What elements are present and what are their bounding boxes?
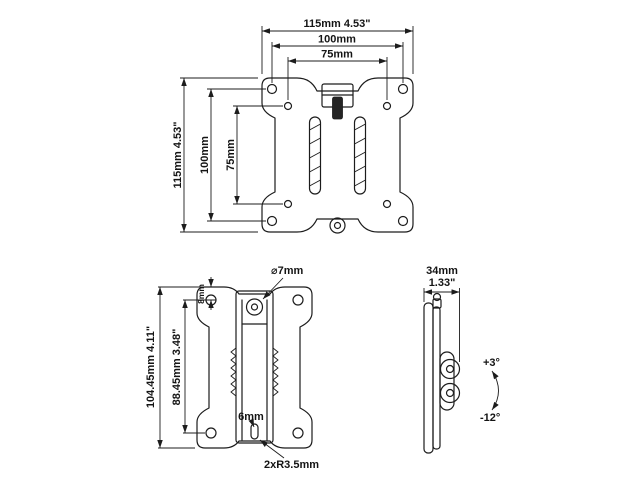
slot-hatch-line xyxy=(309,179,321,187)
tilt-range-arc xyxy=(491,370,499,411)
tilt-knob-lower xyxy=(439,382,461,404)
front-view-dimensions: 115mm 4.53" 100mm 75mm 115mm 4.53" 100mm… xyxy=(172,18,414,233)
dim-label-width-inner: 75mm xyxy=(321,49,353,61)
dim-label-slot-width: 6mm xyxy=(238,411,264,423)
vesa100-hole xyxy=(266,83,278,95)
front-plate-outline xyxy=(261,77,414,233)
slot-hatch-line xyxy=(354,165,366,173)
wall-mount-hole xyxy=(205,427,217,439)
vesa100-hole xyxy=(266,215,278,227)
tilt-knob-upper xyxy=(439,358,461,380)
front-view xyxy=(261,77,414,234)
dim-label-offset-top: 8mm xyxy=(196,284,206,304)
rail-slot-left xyxy=(308,116,322,195)
tilt-knob-upper-axle xyxy=(445,364,455,374)
leader-line xyxy=(259,439,285,459)
serration-left xyxy=(230,347,237,397)
slot-hatch-line xyxy=(309,137,321,145)
vesa75-hole xyxy=(283,199,293,209)
vesa75-hole xyxy=(382,101,392,111)
leader-line xyxy=(262,277,284,300)
tilt-mechanism xyxy=(439,351,461,411)
dim-label-wall-height-inner: 88.45mm 3.48" xyxy=(171,329,183,406)
vesa100-hole xyxy=(397,215,409,227)
side-adapter-plate xyxy=(432,306,441,450)
wall-plate-dimensions: ⌀7mm 8mm 104.45mm 4.11" 88.45mm 3.48" 6m… xyxy=(145,265,319,471)
dim-label-slot-radius: 2xR3.5mm xyxy=(264,459,319,471)
dim-label-width-outer: 115mm 4.53" xyxy=(304,18,371,30)
tilt-column-body xyxy=(235,290,274,444)
thumbscrew-inner xyxy=(333,221,342,230)
slot-hatch-line xyxy=(354,179,366,187)
slot-hatch-line xyxy=(354,151,366,159)
slot-outline xyxy=(353,116,367,195)
quick-release-latch xyxy=(321,83,354,120)
serration-right xyxy=(272,347,279,397)
dim-label-hole-diameter: ⌀7mm xyxy=(271,265,304,277)
wall-plate-outline xyxy=(196,286,313,449)
cable-slot xyxy=(250,423,259,440)
wall-mount-hole xyxy=(292,294,304,306)
dim-label-depth-mm: 34mm xyxy=(426,265,458,277)
dim-label-depth-in: 1.33" xyxy=(429,277,456,289)
dim-label-height-inner: 75mm xyxy=(225,139,237,171)
tilt-column xyxy=(230,290,279,444)
wall-mount-hole xyxy=(292,427,304,439)
slot-hatch-line xyxy=(309,123,321,131)
side-wall-plate xyxy=(423,302,434,454)
tilt-arm xyxy=(439,351,455,411)
tilt-up-label: +3° xyxy=(483,357,500,369)
rail-slot-right xyxy=(353,116,367,195)
leader-line xyxy=(248,418,255,428)
pivot-hole-outer xyxy=(245,298,264,316)
vesa75-hole xyxy=(283,101,293,111)
pivot-hole-inner xyxy=(250,303,259,311)
thumbscrew-outer xyxy=(329,217,346,234)
slot-hatch-line xyxy=(354,123,366,131)
dim-label-height-outer: 115mm 4.53" xyxy=(172,122,184,189)
slot-hatch-line xyxy=(309,151,321,159)
vesa75-hole xyxy=(382,199,392,209)
slot-outline xyxy=(308,116,322,195)
side-view xyxy=(423,292,461,454)
dim-label-wall-height-outer: 104.45mm 4.11" xyxy=(145,326,157,408)
wall-plate-view xyxy=(196,286,313,449)
slot-hatch-line xyxy=(354,137,366,145)
slot-hatch-line xyxy=(309,165,321,173)
side-view-dimensions: 34mm 1.33" +3° -12° xyxy=(423,265,500,424)
vesa100-hole xyxy=(397,83,409,95)
side-latch-body xyxy=(432,298,442,309)
latch-pull-tab xyxy=(332,96,343,120)
tilt-knob-lower-axle xyxy=(445,388,455,398)
dim-label-width-mid: 100mm xyxy=(318,34,356,46)
tilt-down-label: -12° xyxy=(480,412,500,424)
dim-label-height-mid: 100mm xyxy=(199,136,211,174)
